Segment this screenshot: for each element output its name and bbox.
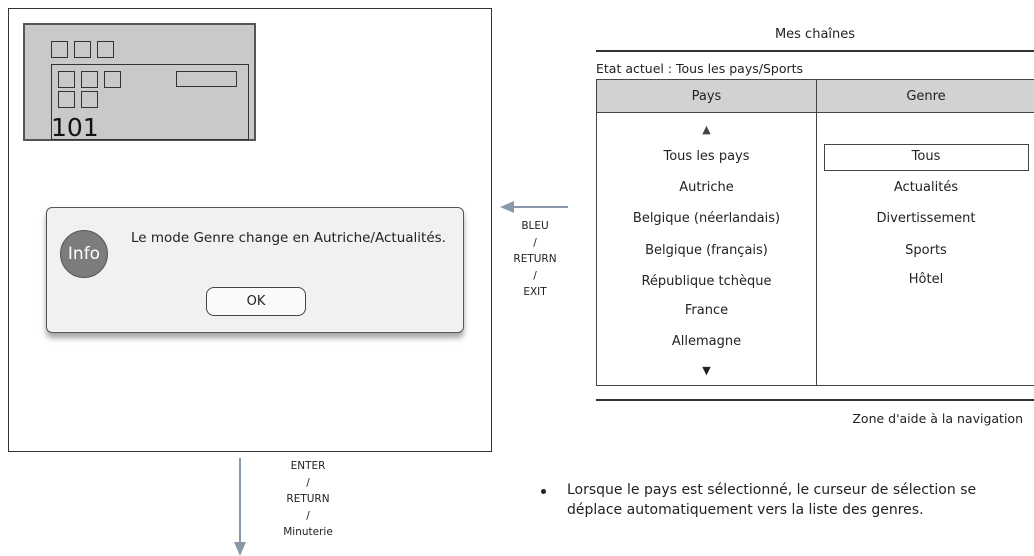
list-item-country[interactable]: Belgique (français): [645, 243, 768, 258]
banner-icon-3: [97, 41, 114, 58]
note-line: déplace automatiquement vers la liste de…: [567, 502, 924, 518]
list-item-genre[interactable]: Divertissement: [876, 211, 976, 226]
info-dialog: Info Le mode Genre change en Autriche/Ac…: [46, 207, 464, 333]
banner-icon-7: [58, 91, 75, 108]
ok-button[interactable]: OK: [206, 287, 306, 316]
list-item-genre[interactable]: Hôtel: [908, 272, 944, 287]
key-separator: /: [306, 476, 310, 489]
list-item-country[interactable]: République tchèque: [641, 274, 772, 289]
banner-icon-2: [74, 41, 91, 58]
list-item-country[interactable]: Belgique (néerlandais): [632, 211, 781, 226]
key-label: ENTER: [290, 460, 326, 472]
channel-banner: 101: [23, 23, 256, 142]
tv-screen: 101 Info Le mode Genre change en Autrich…: [8, 8, 492, 452]
column-header-pays: Pays: [597, 80, 816, 113]
note-text: Lorsque le pays est sélectionné, le curs…: [567, 480, 1034, 520]
channel-number: 101: [51, 113, 99, 142]
banner-progress-bar: [176, 71, 237, 87]
list-item-genre[interactable]: Actualités: [893, 180, 959, 195]
dialog-message: Le mode Genre change en Autriche/Actuali…: [131, 230, 446, 246]
key-label: RETURN: [286, 493, 330, 505]
banner-info-box: [51, 64, 249, 140]
top-rule: [596, 50, 1034, 52]
list-item-country[interactable]: Tous les pays: [663, 149, 750, 164]
selected-genre-cursor: [824, 144, 1029, 171]
banner-icon-6: [104, 71, 121, 88]
status-line: Etat actuel : Tous les pays/Sports: [596, 61, 804, 76]
down-arrow-keys: ENTER / RETURN / Minuterie: [278, 458, 338, 541]
bullet-icon: [541, 489, 546, 494]
key-separator: /: [306, 509, 310, 522]
status-rule: [596, 79, 1034, 80]
left-arrow-keys: BLEU / RETURN / EXIT: [500, 218, 570, 301]
scroll-down-icon[interactable]: ▼: [702, 364, 711, 377]
list-item-genre[interactable]: Tous: [911, 149, 941, 164]
list-item-country[interactable]: Allemagne: [671, 334, 742, 349]
column-divider: [816, 80, 817, 386]
key-separator: /: [533, 269, 537, 282]
navigation-help-zone: Zone d'aide à la navigation: [852, 411, 1023, 426]
key-label: RETURN: [513, 253, 557, 265]
column-header-genre: Genre: [817, 80, 1034, 113]
banner-icon-8: [81, 91, 98, 108]
list-item-country[interactable]: France: [684, 303, 729, 318]
scroll-up-icon[interactable]: ▲: [702, 123, 711, 136]
key-label: EXIT: [523, 286, 547, 298]
arrow-down-icon: [234, 458, 246, 556]
bottom-rule: [596, 399, 1034, 401]
arrow-left-icon: [500, 201, 568, 213]
banner-icon-4: [58, 71, 75, 88]
panel-title: Mes chaînes: [774, 27, 856, 42]
note-line: Lorsque le pays est sélectionné, le curs…: [567, 482, 977, 498]
banner-icon-5: [81, 71, 98, 88]
key-label: Minuterie: [283, 526, 333, 538]
key-separator: /: [533, 236, 537, 249]
list-item-genre[interactable]: Sports: [905, 243, 947, 258]
info-icon: Info: [60, 230, 108, 278]
banner-icon-1: [51, 41, 68, 58]
list-item-country[interactable]: Autriche: [679, 180, 734, 195]
channel-table: Pays Genre ▲ Tous les pays Autriche Belg…: [596, 80, 1034, 386]
key-label: BLEU: [521, 220, 549, 232]
table-bottom-rule: [596, 385, 1034, 386]
